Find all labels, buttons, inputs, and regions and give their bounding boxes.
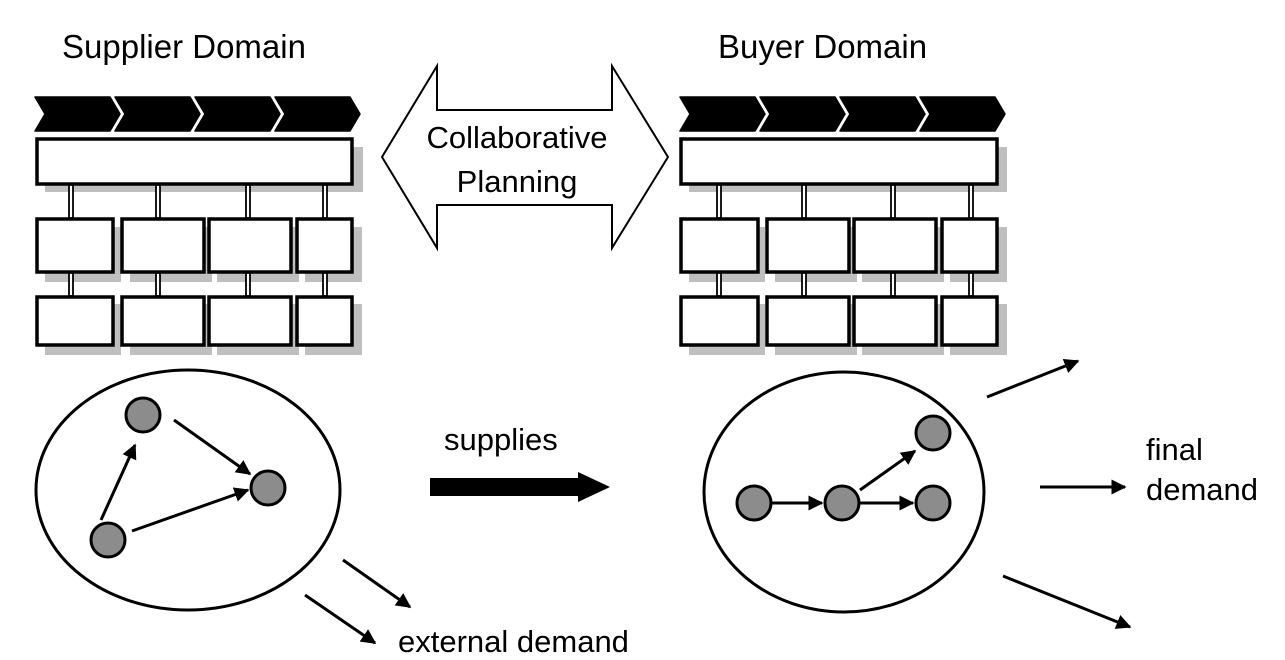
buyer-planning-stack — [679, 96, 1007, 355]
buyer-module-r1-2 — [765, 217, 851, 274]
supplier-node-2 — [249, 469, 287, 507]
supplier-module-r2-1 — [35, 295, 115, 347]
buyer-chevron-2 — [759, 96, 846, 132]
supplier-chevron-bar — [34, 96, 361, 132]
buyer-chevron-1 — [679, 96, 766, 132]
buyer-arrow-2 — [859, 449, 917, 492]
supplier-module-r1-3 — [207, 217, 293, 274]
supplier-node-3 — [89, 521, 127, 559]
supplier-node-1 — [124, 396, 162, 434]
demand-label: demand — [1146, 472, 1258, 507]
supplier-domain-title: Supplier Domain — [62, 28, 306, 65]
collaborative-planning-arrow — [380, 62, 670, 252]
supplies-arrow — [430, 472, 610, 502]
collaborative-label: Collaborative — [427, 120, 608, 155]
supplier-chevron-3 — [194, 96, 281, 132]
supplier-planning-stack — [34, 96, 363, 355]
supplier-network-ellipse — [34, 368, 342, 612]
final-demand-arrow-up — [986, 358, 1080, 399]
supplier-planning-bar — [35, 137, 354, 186]
buyer-node-1 — [735, 484, 773, 522]
buyer-node-3 — [914, 414, 952, 452]
buyer-module-r2-1 — [679, 295, 760, 347]
supplier-module-r2-4 — [295, 295, 354, 347]
buyer-module-r1-1 — [679, 217, 760, 274]
buyer-module-r1-4 — [940, 217, 999, 274]
buyer-module-r2-2 — [765, 295, 851, 347]
supplier-chevron-1 — [34, 96, 121, 132]
supplier-module-r1-1 — [35, 217, 115, 274]
buyer-domain-title: Buyer Domain — [718, 28, 927, 65]
supplier-chevron-4 — [274, 96, 361, 132]
supplier-arrow-3 — [131, 487, 250, 533]
external-demand-arrow-1 — [342, 558, 412, 609]
external-demand-arrow-2 — [304, 593, 377, 645]
supplier-arrow-1 — [99, 443, 137, 521]
planning-label-text: Planning — [457, 164, 578, 199]
final-label: final — [1146, 432, 1203, 467]
buyer-chevron-bar — [679, 96, 1006, 132]
supplier-module-r2-3 — [207, 295, 293, 347]
supplier-arrow-2 — [173, 418, 252, 476]
supplier-module-r1-4 — [295, 217, 354, 274]
supplier-module-r2-2 — [120, 295, 206, 347]
buyer-planning-bar — [679, 137, 999, 186]
buyer-chevron-3 — [839, 96, 926, 132]
external-demand-label: external demand — [398, 624, 629, 659]
buyer-module-r2-3 — [852, 295, 938, 347]
buyer-node-2 — [823, 484, 861, 522]
buyer-module-r1-3 — [852, 217, 938, 274]
final-demand-arrow-down — [1002, 574, 1132, 629]
supplier-module-r1-2 — [120, 217, 206, 274]
buyer-chevron-4 — [919, 96, 1006, 132]
buyer-node-4 — [914, 484, 952, 522]
supplies-label: supplies — [444, 422, 558, 457]
buyer-module-r2-4 — [940, 295, 999, 347]
supplier-chevron-2 — [114, 96, 201, 132]
